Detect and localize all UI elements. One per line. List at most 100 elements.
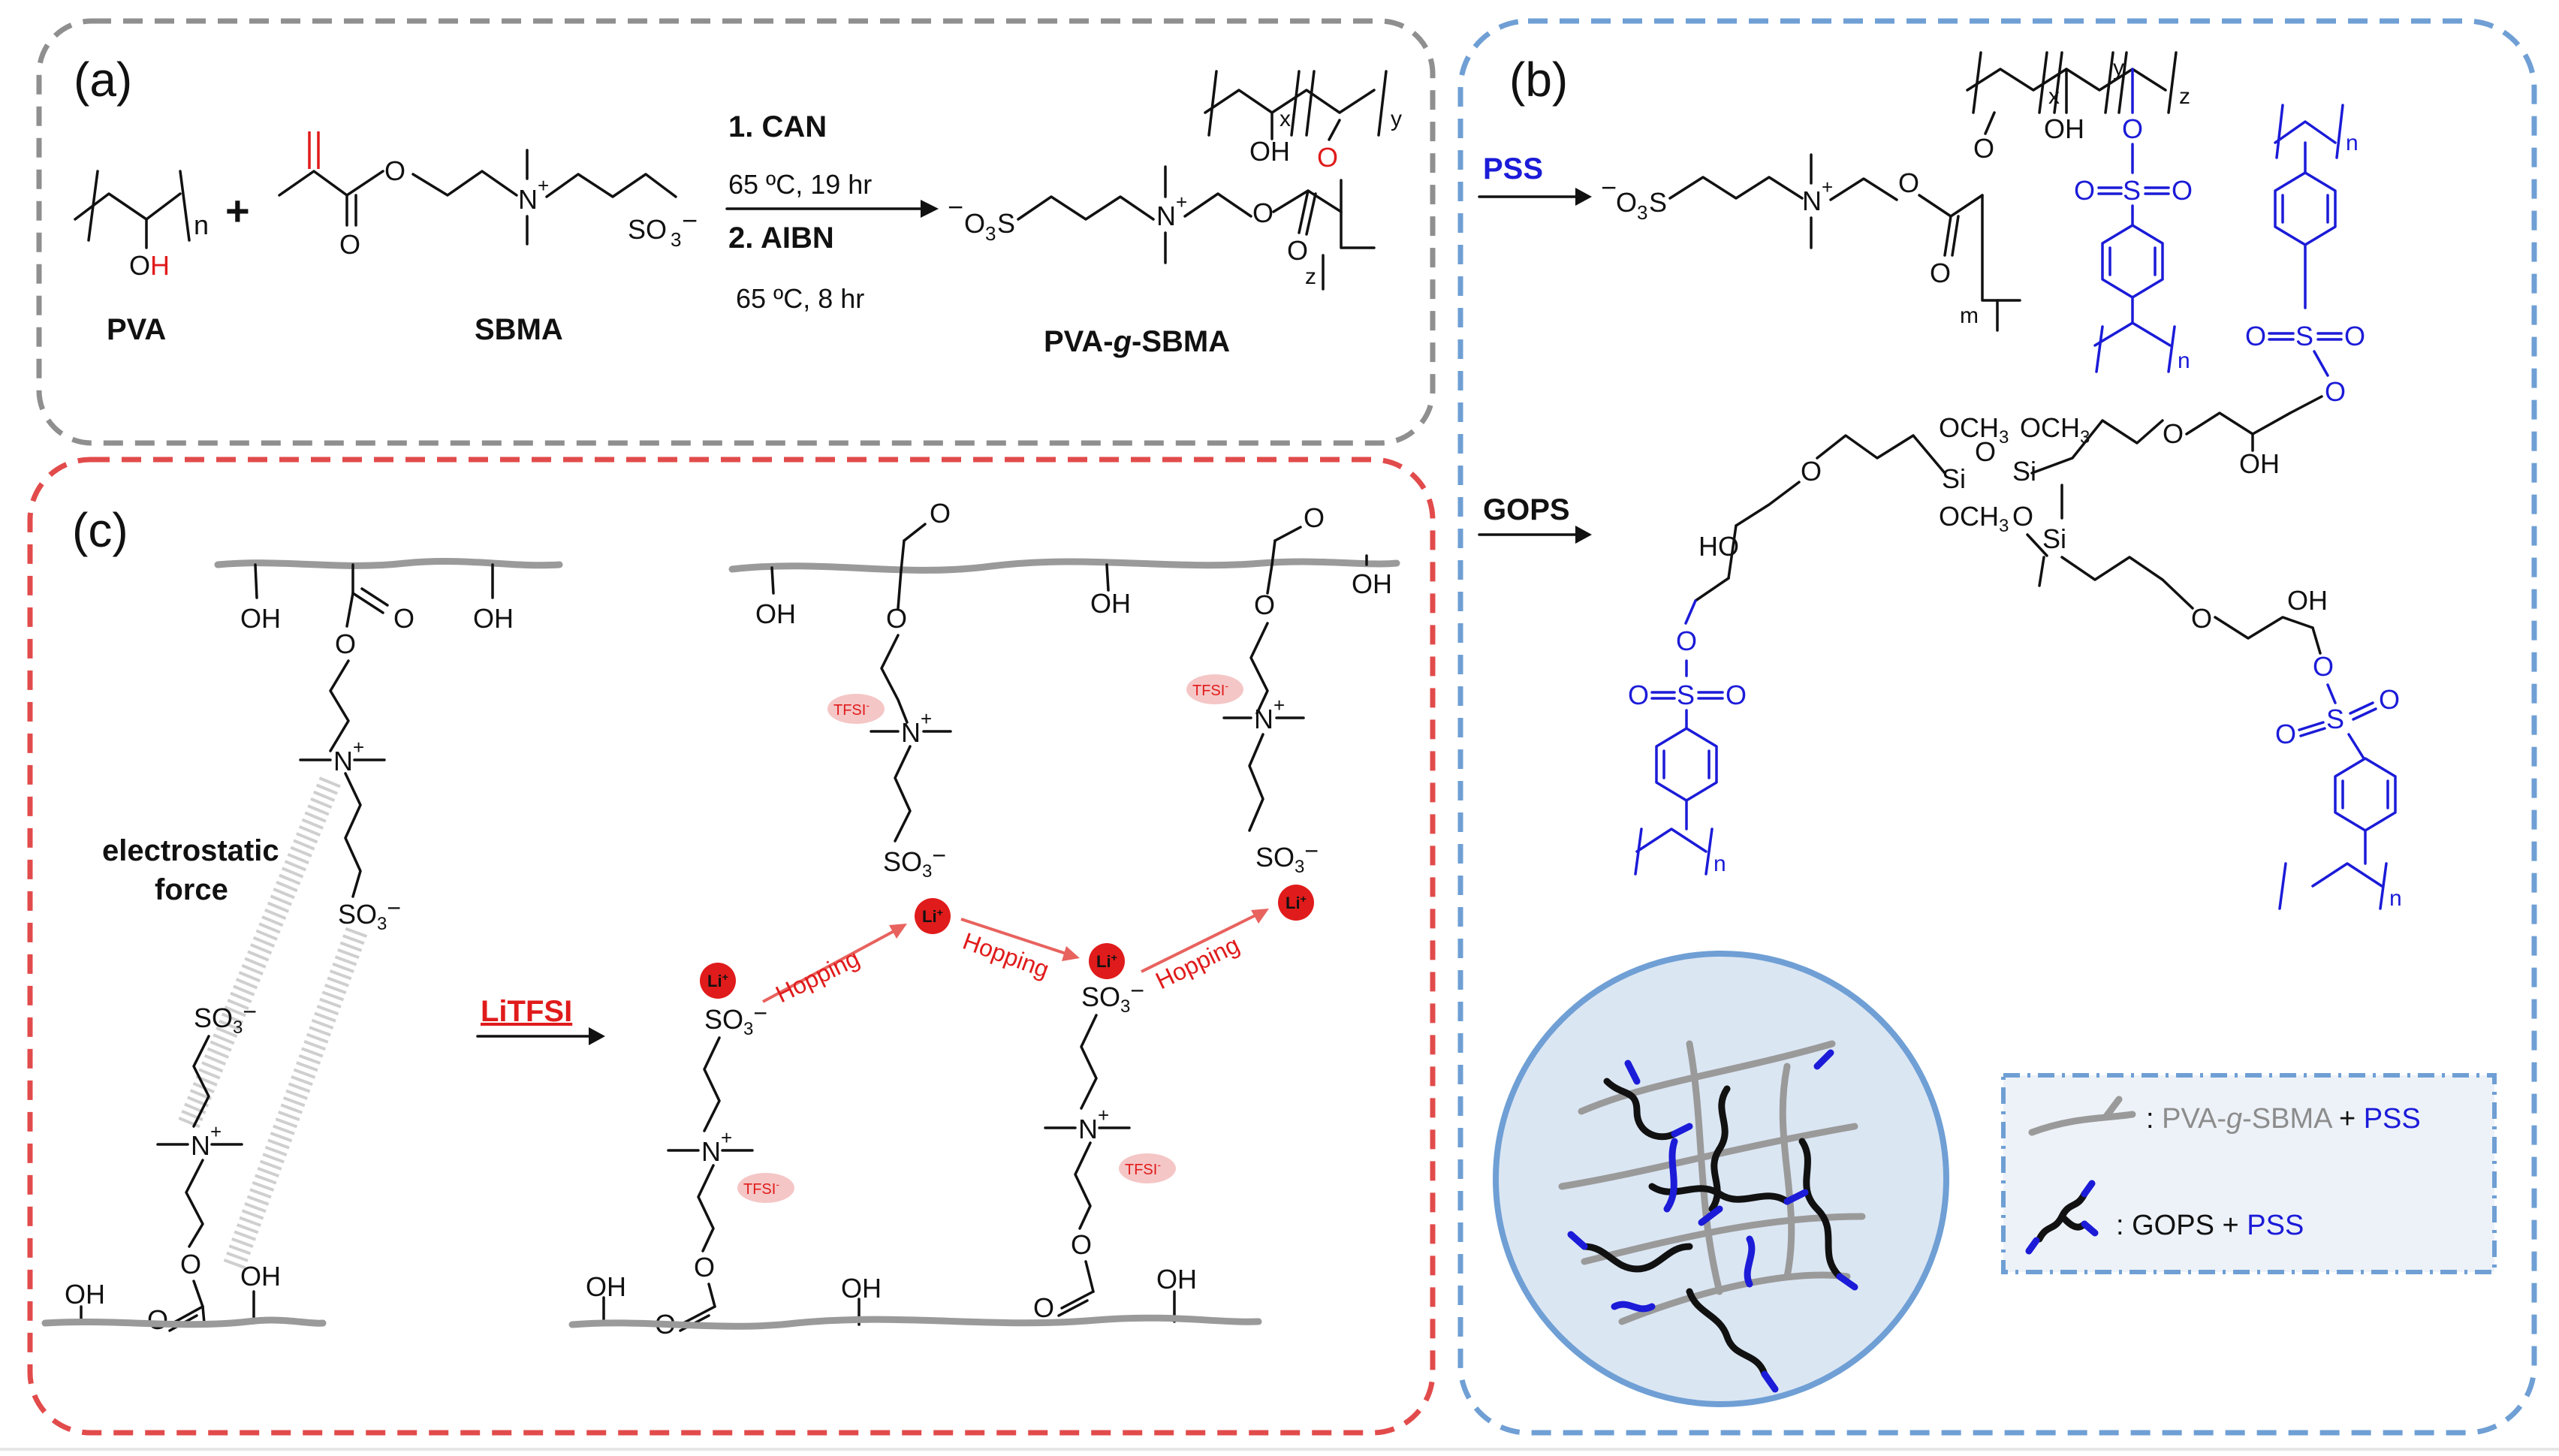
li-ion-1 [700,963,736,999]
tfsi-2 [1186,674,1243,704]
panel-b-frame [1457,18,2537,1436]
b-x: x [2048,84,2060,109]
c-l-n1: N [333,746,353,776]
c-r-b2-o-carb: O [1033,1292,1054,1323]
c-r-c1-so3: SO3− [883,842,946,882]
c-l-o-ester: O [335,629,356,659]
gops-och3-2: OCH3 [2020,412,2090,448]
c-l-n1-plus: + [353,736,364,758]
cond1-text: 65 ºC, 19 hr [728,169,872,200]
sbma-n: N [518,184,538,215]
pss1-n: n [2178,348,2190,373]
c-r-oh3: OH [1352,568,1392,599]
sbma-so3-sub: 3 [671,228,681,251]
pss3-o-left: O [1628,680,1649,710]
pss2-o-right: O [2344,321,2365,351]
pva-structure: n O H [74,170,209,281]
panel-a-frame [36,18,1436,446]
sbma-label: SBMA [475,313,563,346]
c-l-so3-top: SO3− [338,894,401,934]
c-l-n2-plus: + [210,1120,222,1143]
gops-si-2: Si [2012,456,2036,487]
c-l-o-carbonyl: O [393,603,414,634]
network-schematic [1493,951,1949,1407]
tfsi-4-label: TFSI- [1125,1159,1161,1178]
prod-z: z [1305,264,1316,289]
prod-n-plus: + [1176,191,1187,213]
gops-si-1: Si [1942,463,1966,494]
li-3-label: Li+ [1096,951,1117,971]
prod-minus: − [948,191,963,222]
b-minus: − [1601,172,1617,203]
network-legend: : PVA-g-SBMA + PSS : GOPS + PSS [2001,1073,2497,1274]
b-m: m [1960,303,1979,328]
pss-product-structure: − O 3 S N + O O m O x y z OH O [1601,51,2190,332]
hopping-1: Hopping [771,945,864,1008]
c-r-c2-o-carb: O [1304,502,1325,533]
litfsi-label: LiTFSI [481,995,572,1028]
pss3-s: S [1677,680,1695,710]
panel-c-label: (c) [72,503,128,557]
pss-phenyl-left: S O O n [1628,659,1747,876]
pva-oh-h: H [150,250,170,281]
hop-arrow-2 [1062,946,1080,961]
c-right-structure: OH OH OH O O N + SO3− O O N + SO3− SO3− … [568,498,1400,1340]
pss-label: PSS [1483,152,1543,185]
li-ion-3 [1089,943,1125,979]
pss-arrowhead [1575,188,1592,206]
pss2-s: S [2295,321,2313,351]
pss-phenyl-1: S O O n [2074,143,2193,373]
gops-och3-1: OCH3 [1939,412,2009,448]
c-r-b2-o: O [1071,1229,1092,1260]
pss-phenyl-right: S O O n [2275,683,2402,911]
litfsi-arrowhead [589,1027,605,1045]
gops-o-right-pss: O [2313,651,2334,682]
gops-o-ether-1: O [2163,418,2184,449]
pss1-o-right: O [2172,175,2193,206]
prod-o-carbonyl: O [1287,235,1308,266]
gops-o-1: O [1975,436,1996,467]
c-r-oh1: OH [755,598,796,629]
electrostatic-label: electrostatic [102,834,279,867]
c-l-oh1: OH [240,603,281,634]
c-r-b-oh1: OH [586,1271,626,1302]
tfsi-3 [737,1173,794,1203]
pva-label: PVA [107,313,166,346]
b-n-plus: + [1822,176,1833,198]
panel-c-frame [27,457,1436,1436]
prod-o-ester: O [1252,197,1273,228]
gops-o-ether-3: O [2191,603,2212,634]
b-o3s-o: O [1616,187,1637,218]
li-ion-4 [1278,885,1314,921]
sbma-structure: O O N + SO 3 − [278,131,698,260]
c-r-b-oh2: OH [841,1273,882,1304]
gops-oh-1: OH [2239,448,2280,479]
pss3-o-right: O [1726,680,1747,710]
pva-g-sbma-structure: − O 3 S N + O O z O OH x y [948,70,1402,291]
pva-n: n [194,210,209,240]
b-o-graft: O [1973,133,1994,164]
legend-item1: : PVA-g-SBMA + PSS [2146,1103,2421,1135]
c-l-oh4: OH [240,1261,281,1292]
gops-arrowhead [1575,526,1592,544]
c-r-b2-n-plus: + [1098,1104,1109,1126]
c-r-c1-n-plus: + [921,707,932,730]
c-l-oh2: OH [473,603,514,634]
gops-label: GOPS [1483,493,1570,526]
c-left-structure: OH OH O O N + SO3− electrostatic force S… [41,558,563,1335]
b-o-carbonyl: O [1930,258,1951,288]
c-r-oh2: OH [1090,588,1131,619]
gops-structure: OCH3 OCH3 O Si Si OCH3 O Si O OH O HO O … [1676,395,2334,682]
c-r-b1-o: O [694,1252,715,1283]
hop-arrow-1 [889,924,907,939]
gops-o-left-pss: O [1676,626,1697,656]
li-2-label: Li+ [922,906,943,926]
step1-text: 1. CAN [728,110,827,143]
li-4-label: Li+ [1286,893,1307,912]
tfsi-2-label: TFSI- [1192,680,1228,699]
sbma-so3: SO [628,214,667,245]
cond2-text: 65 ºC, 8 hr [736,283,864,314]
pva-oh-o: O [129,250,150,281]
prod-x: x [1280,107,1291,131]
gops-o-2: O [2012,501,2033,532]
